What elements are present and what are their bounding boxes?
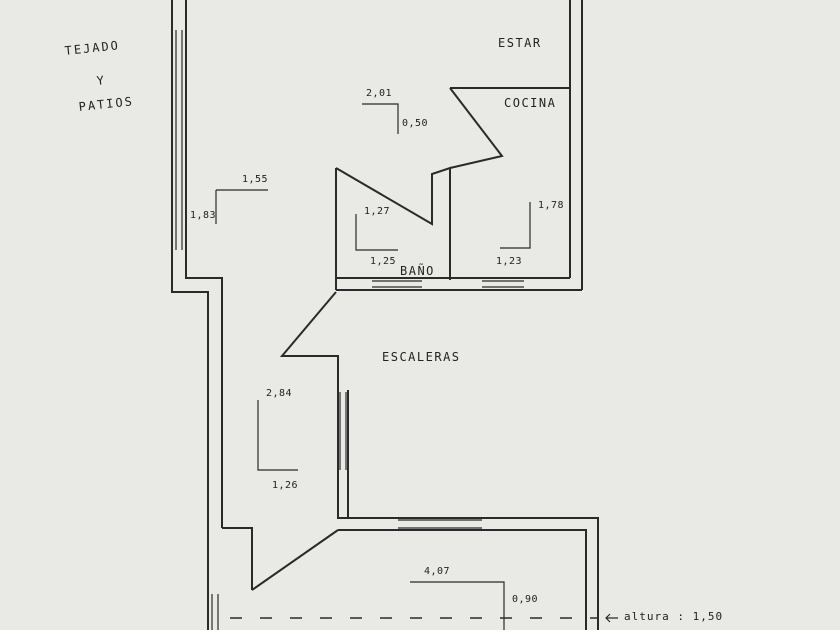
window-bottom-2 <box>482 280 524 288</box>
wall-left-upper <box>171 0 209 630</box>
wall-lower-left <box>222 527 339 591</box>
dim-1-78: 1,78 <box>538 200 565 211</box>
wall-bottom-upper <box>336 277 582 291</box>
dim-4-07: 4,07 <box>424 566 451 577</box>
side-note-line2: Y <box>96 73 107 88</box>
height-note: altura : 1,50 <box>624 610 724 623</box>
window-bottom-1 <box>372 280 422 288</box>
wall-stairs <box>279 291 349 519</box>
window-stairs <box>339 392 347 470</box>
dim-1-25: 1,25 <box>370 256 397 267</box>
window-lower-left <box>211 594 219 630</box>
room-label-escaleras: ESCALERAS <box>382 350 461 364</box>
wall-bathroom <box>335 166 451 290</box>
dim-1-26: 1,26 <box>272 480 299 491</box>
wall-kitchen <box>449 87 570 169</box>
wall-lower-top <box>338 517 599 630</box>
dim-2-01: 2,01 <box>366 88 393 99</box>
room-label-bano: BAÑO <box>400 264 435 278</box>
dim-mark-1-27 <box>355 214 398 251</box>
dim-1-83: 1,83 <box>190 210 217 221</box>
dim-mark-1-55 <box>215 189 268 224</box>
dim-mark-2-84 <box>257 400 298 471</box>
dim-0-90: 0,90 <box>512 594 539 605</box>
dim-1-23: 1,23 <box>496 256 523 267</box>
dim-2-84: 2,84 <box>266 388 293 399</box>
wall-right-upper-main <box>569 0 583 290</box>
window-lower-top <box>398 519 482 529</box>
dim-1-27: 1,27 <box>364 206 391 217</box>
room-label-estar: ESTAR <box>498 36 542 50</box>
window-left <box>175 30 183 250</box>
wall-left-upper-inner <box>185 0 223 528</box>
dim-0-50: 0,50 <box>402 118 429 129</box>
dim-mark-1-78 <box>500 202 531 249</box>
room-label-cocina: COCINA <box>504 96 557 110</box>
height-arrow <box>605 613 618 623</box>
dim-mark-2-01 <box>362 103 399 134</box>
dim-1-55: 1,55 <box>242 174 269 185</box>
dim-mark-4-07 <box>410 581 505 630</box>
